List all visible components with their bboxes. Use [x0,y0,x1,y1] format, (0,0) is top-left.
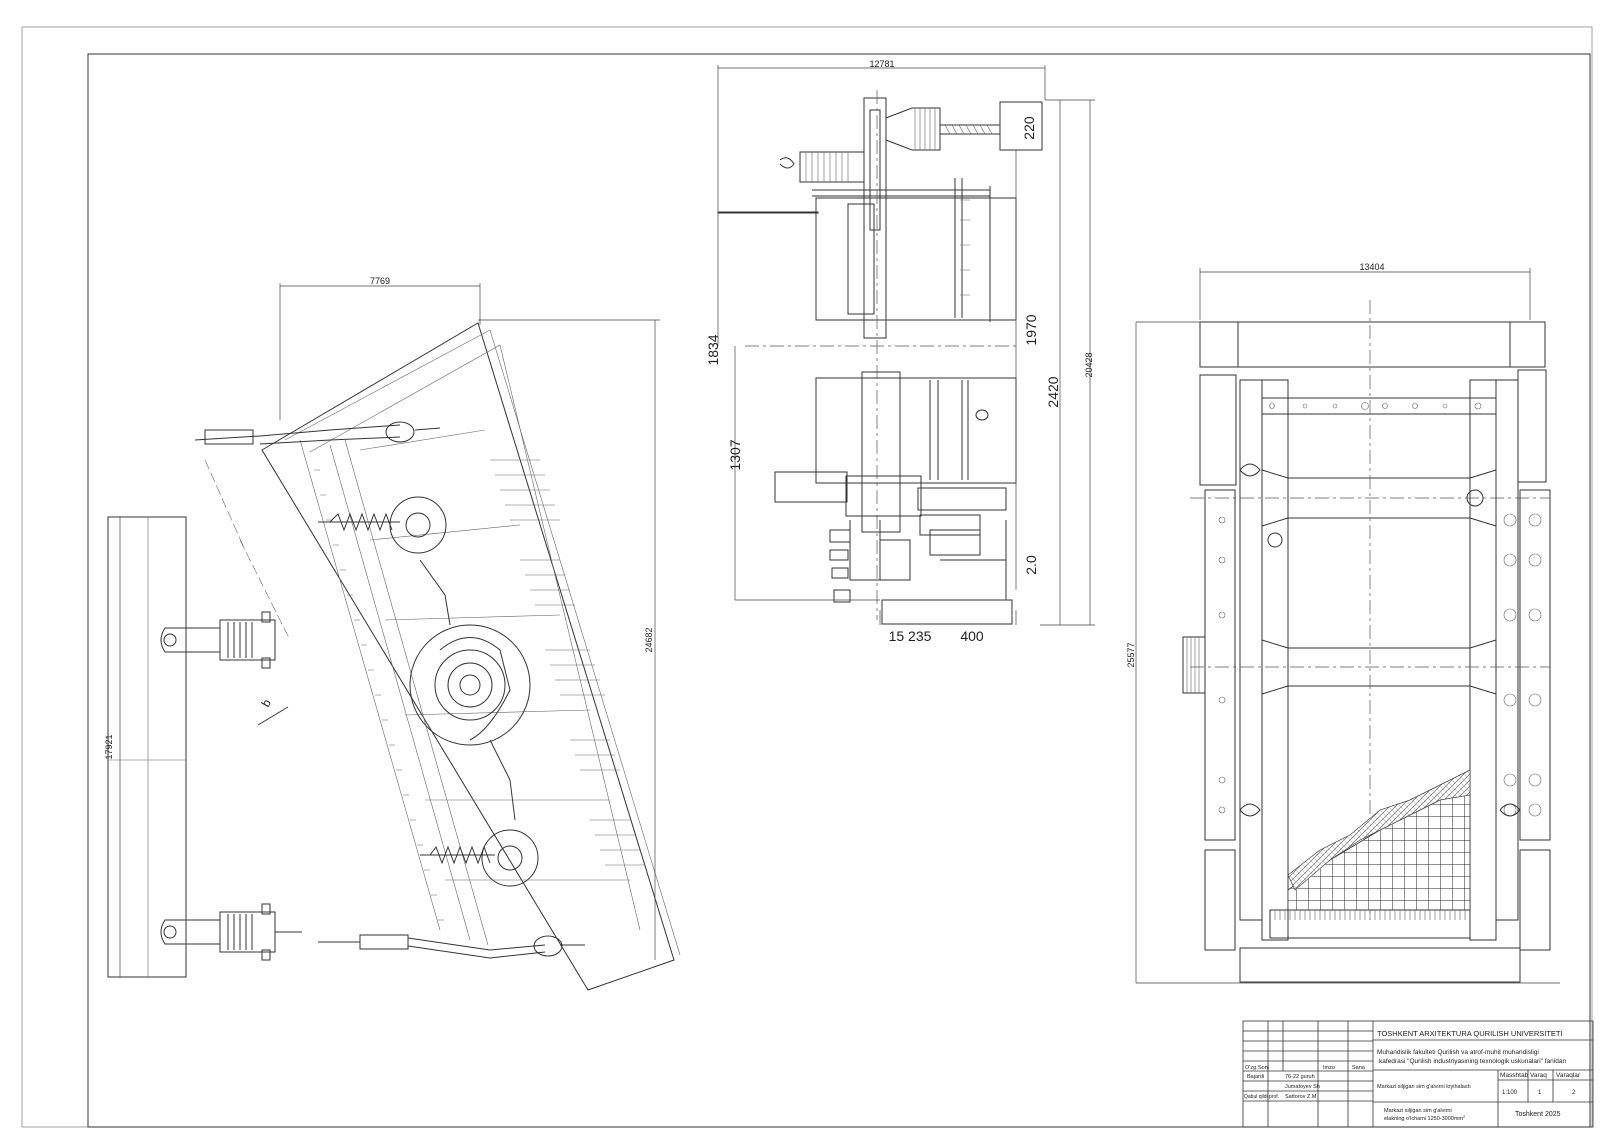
middle-view-section: 12781 [705,59,1095,644]
col-header-soni: Soni [1258,1065,1269,1071]
sheet-header: Varaq [1530,1072,1547,1079]
left-view-inclined-screen: 17921 [104,276,681,991]
drawing-subtitle-2: elakning o'lchami 1250-3000mm2 [1384,1114,1466,1122]
group-value: 76-22 guruh [1285,1074,1315,1080]
rivet-row [314,469,444,921]
dim-mid-f: 20428 [1084,352,1094,377]
top-cap-block [999,101,1043,151]
right-view-plan: 13404 25577 [1126,262,1560,984]
dim-right-height: 25577 [1126,642,1136,667]
sheet-value: 1 [1538,1090,1542,1096]
note-b: b [258,696,274,709]
lower-roller [481,829,539,887]
col-header-imzo: Imzo [1323,1065,1335,1071]
dim-mid-h: 15 235 [889,628,932,644]
dim-left-width: 7769 [370,276,390,286]
scale-header: Masshtab [1500,1072,1529,1079]
dim-mid-d: 1970 [1023,314,1039,345]
col-header-sana: Sana [1352,1065,1366,1071]
title-block: O'zg. Soni Imzo Sana Bajardi Qabul qildi… [1242,1020,1594,1128]
faculty-line: Muhandislik fakulteti Qurilish va atrof-… [1377,1049,1539,1056]
outer-frame [21,26,1593,1128]
torn-cover-edge [1287,769,1471,891]
col-header-ozg: O'zg. [1245,1065,1258,1071]
dim-mid-a: 1834 [705,334,721,365]
drawing-subtitle-1: Markazi siljigan sim g'alvirni [1384,1108,1452,1114]
row-label-qabul: Qabul qildi prof. [1244,1094,1279,1100]
student-value: Jumatoyev Sh [1285,1084,1320,1090]
dim-mid-b: 1307 [727,439,743,470]
left-side-frame [1261,379,1289,941]
top-crossbeam [1199,321,1546,368]
top-suspension-rod [194,421,441,445]
wire-mesh-screen [1287,789,1471,911]
lower-housing [815,377,1017,484]
eccentric-wheel [409,624,531,746]
bottom-suspension-rod [318,934,585,959]
dim-left-height: 24682 [644,627,654,652]
upper-housing [815,197,1017,321]
dim-mid-g: 2.0 [1023,555,1039,575]
scale-value: 1:100 [1502,1090,1518,1096]
department-line: kafedrasi "Qurilish industriyasining tex… [1379,1058,1566,1065]
screen-frame [261,322,675,991]
base-spring-support-upper [160,611,276,669]
university-name: TOSHKENT ARXITEKTURA QURILISH UNIVERSITE… [1377,1029,1563,1038]
base-spring-support-lower [160,903,302,961]
row-label-bajardi: Bajardi [1247,1074,1264,1080]
sheets-header: Varaqlar [1556,1072,1581,1079]
sheets-value: 2 [1572,1090,1576,1096]
dim-left-base: 17921 [104,734,114,759]
support-base-block [107,516,187,978]
dim-mid-i: 400 [960,628,984,644]
upper-spring [329,512,393,532]
dim-mid-top: 12781 [869,59,894,69]
city-year: Toshkent 2025 [1515,1111,1561,1118]
teacher-value: Sattorov Z.M [1285,1094,1317,1100]
inner-frame [87,53,1591,1128]
right-side-frame [1469,379,1497,941]
drawing-title: Markazi siljigan sim g'alvirni loyihalas… [1377,1084,1471,1090]
dim-mid-c: 220 [1021,116,1037,140]
dim-mid-e: 2420 [1045,376,1061,407]
dim-right-top: 13404 [1359,262,1384,272]
upper-roller [389,496,447,554]
drive-pulley [1182,636,1206,694]
lower-spring [429,845,491,865]
